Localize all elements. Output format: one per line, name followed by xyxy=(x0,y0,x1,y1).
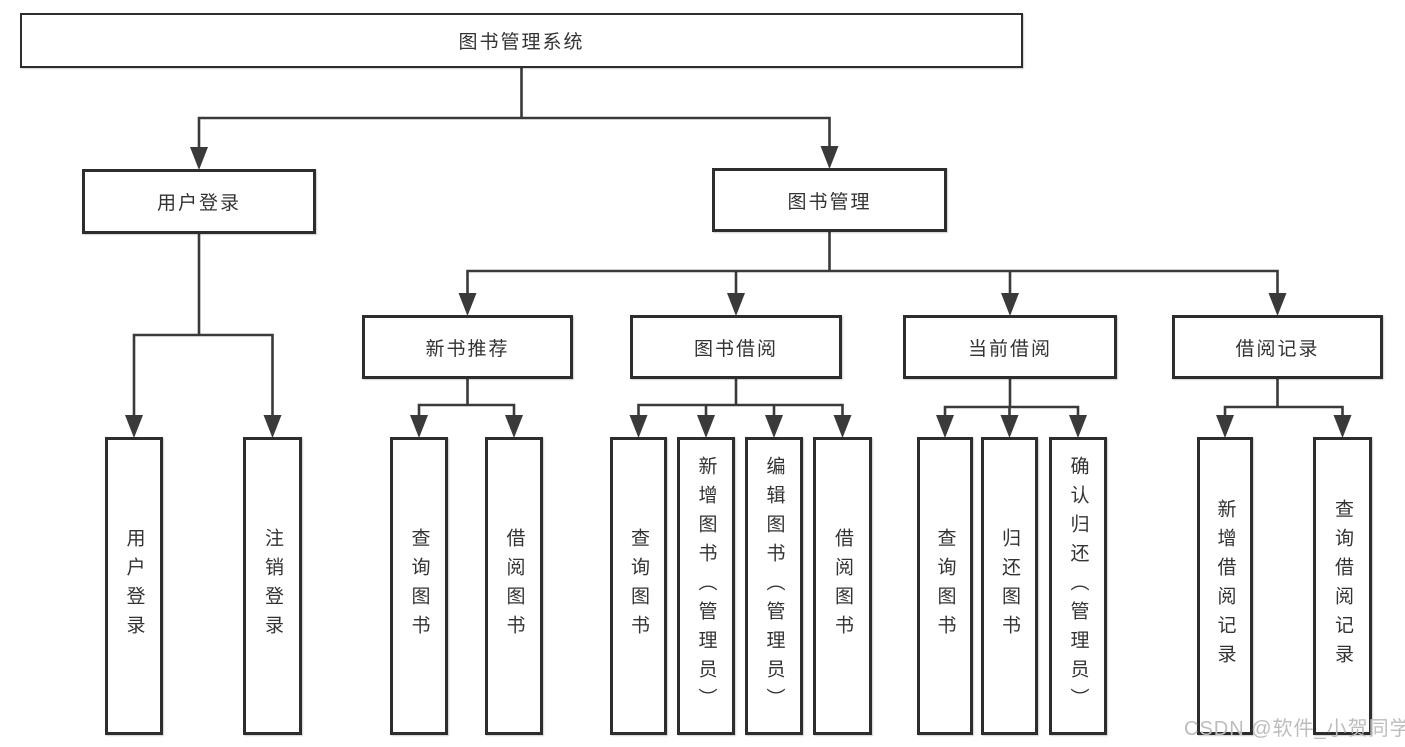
node-label: 查询图书 xyxy=(408,528,430,644)
node-book-borrow: 图书借阅 xyxy=(630,315,842,379)
leaf-add-borrow-record: 新增借阅记录 xyxy=(1197,437,1253,735)
node-library-system: 图书管理系统 xyxy=(20,13,1023,68)
node-label: 归还图书 xyxy=(999,528,1020,644)
node-label: 查询图书 xyxy=(628,528,649,644)
node-label: 图书借阅 xyxy=(693,338,778,360)
csdn-watermark: CSDN @软件_小贺同学 xyxy=(1184,718,1405,740)
node-label: 用户登录 xyxy=(123,528,145,644)
leaf-confirm-return-admin: 确认归还（管理员） xyxy=(1049,437,1107,735)
leaf-query-books: 查询图书 xyxy=(390,437,448,735)
node-label: 借阅图书 xyxy=(503,528,525,644)
node-current-borrow: 当前借阅 xyxy=(903,315,1117,379)
node-user-login: 用户登录 xyxy=(82,169,316,234)
node-label: 借阅记录 xyxy=(1235,338,1320,360)
leaf-logout: 注销登录 xyxy=(243,437,302,735)
node-borrow-records: 借阅记录 xyxy=(1172,315,1383,379)
node-label: 借阅图书 xyxy=(832,528,853,644)
leaf-query-books: 查询图书 xyxy=(610,437,667,735)
node-label: 用户登录 xyxy=(156,193,241,214)
node-label: 编辑图书（管理员） xyxy=(763,455,785,717)
node-label: 新增借阅记录 xyxy=(1214,499,1236,673)
node-label: 查询图书 xyxy=(934,528,956,644)
node-new-book-recommend: 新书推荐 xyxy=(362,315,573,379)
node-label: 新书推荐 xyxy=(425,338,510,360)
node-label: 确认归还（管理员） xyxy=(1067,455,1089,717)
leaf-borrow-books: 借阅图书 xyxy=(813,437,872,735)
node-book-management: 图书管理 xyxy=(712,168,947,232)
node-label: 新增图书（管理员） xyxy=(695,455,717,717)
node-label: 当前借阅 xyxy=(967,338,1052,360)
leaf-query-books: 查询图书 xyxy=(917,437,973,735)
leaf-borrow-books: 借阅图书 xyxy=(485,437,543,735)
node-label: 图书管理 xyxy=(787,191,872,213)
node-label: 图书管理系统 xyxy=(458,32,585,53)
leaf-edit-books-admin: 编辑图书（管理员） xyxy=(745,437,803,735)
node-label: 注销登录 xyxy=(262,528,283,644)
leaf-user-login: 用户登录 xyxy=(105,437,163,735)
leaf-return-books: 归还图书 xyxy=(981,437,1038,735)
leaf-add-books-admin: 新增图书（管理员） xyxy=(677,437,735,735)
node-label: 查询借阅记录 xyxy=(1332,499,1353,673)
leaf-query-borrow-record: 查询借阅记录 xyxy=(1313,437,1372,735)
